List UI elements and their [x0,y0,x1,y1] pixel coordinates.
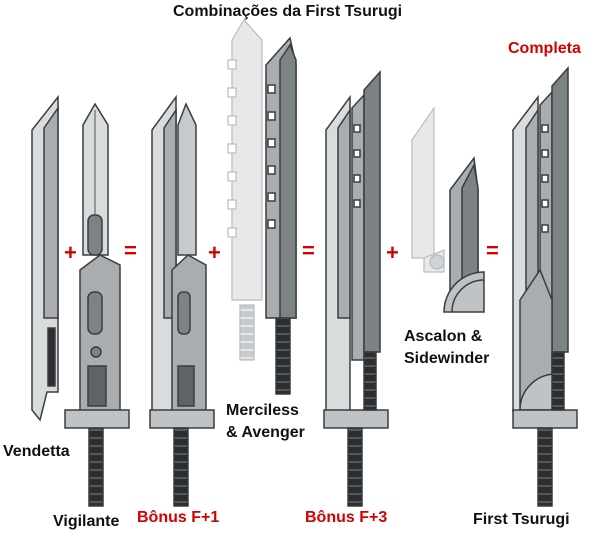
sidewinder-label: Sidewinder [404,350,490,367]
bonus-f3-label: Bônus F+3 [305,509,388,526]
page-title: Combinações da First Tsurugi [173,3,403,20]
ascalon-blade [411,106,445,273]
bonus-f3-sword [323,70,389,507]
sidewinder-blade [443,156,485,313]
equals-operator: = [302,238,315,263]
ascalon-label: Ascalon & [404,328,483,345]
vendetta-blade [31,94,59,422]
first-tsurugi-sword [512,66,578,507]
vigilante-blade [64,102,130,507]
first-tsurugi-label: First Tsurugi [473,511,570,528]
plus-operator: + [64,240,77,265]
bonus-f1-sword [149,94,215,507]
plus-operator: + [386,240,399,265]
avenger-label: & Avenger [226,424,305,441]
merciless-blade [227,18,263,361]
bonus-f1-label: Bônus F+1 [137,509,220,526]
merciless-label: Merciless [226,402,299,419]
vendetta-label: Vendetta [3,443,70,460]
completa-label: Completa [508,40,581,57]
plus-operator: + [208,240,221,265]
avenger-blade [265,36,297,395]
vigilante-label: Vigilante [53,513,120,530]
equals-operator: = [124,238,137,263]
equals-operator: = [486,238,499,263]
